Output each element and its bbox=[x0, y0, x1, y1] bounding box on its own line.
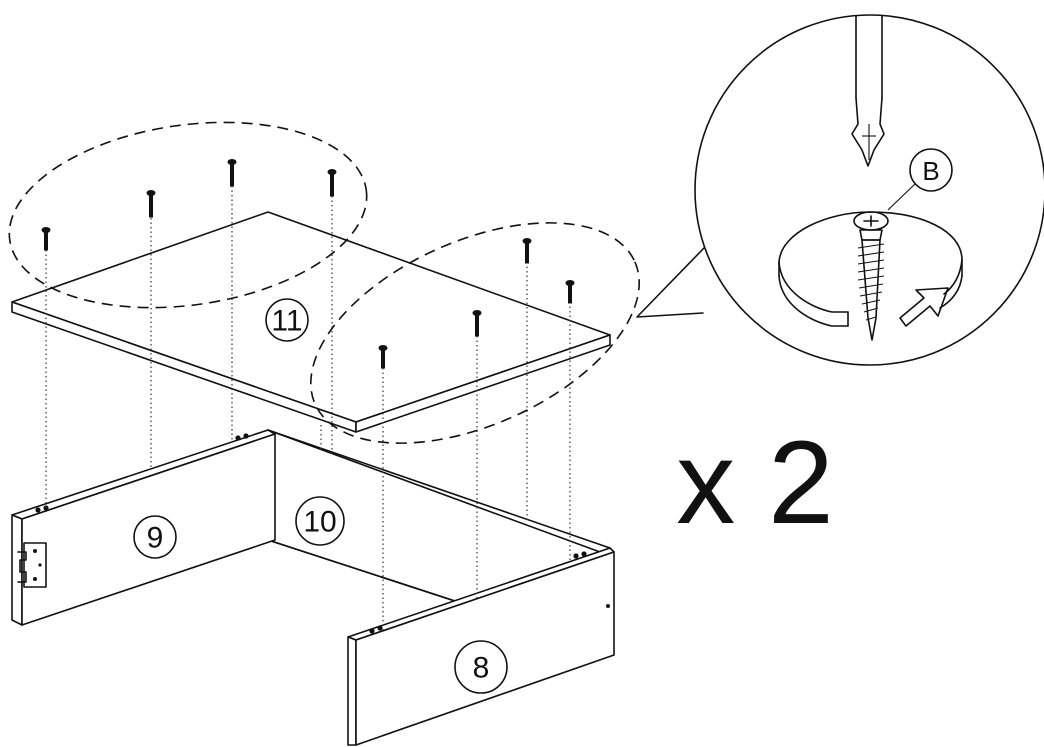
screwdriver-icon bbox=[851, 15, 885, 167]
screws bbox=[41, 159, 575, 369]
screw-group-right-outline bbox=[310, 222, 640, 444]
screw-group-left-outline bbox=[8, 121, 368, 309]
repeat-multiplier: x 2 bbox=[676, 417, 833, 549]
label-10: 10 bbox=[295, 496, 345, 546]
svg-text:11: 11 bbox=[271, 305, 302, 338]
screw-icon bbox=[522, 238, 532, 264]
svg-text:10: 10 bbox=[303, 506, 336, 539]
rotate-arrow-icon bbox=[778, 211, 963, 327]
screw-icon bbox=[565, 280, 575, 304]
hinge-icon bbox=[17, 542, 47, 588]
panel-11 bbox=[11, 211, 611, 433]
svg-text:9: 9 bbox=[147, 522, 164, 555]
callout-pointer bbox=[636, 247, 705, 318]
panel-10 bbox=[267, 429, 611, 603]
label-9: 9 bbox=[133, 515, 177, 559]
label-11: 11 bbox=[265, 298, 309, 342]
alignment-guides bbox=[45, 186, 571, 630]
panel-9 bbox=[11, 429, 276, 626]
screw-icon bbox=[378, 345, 388, 369]
screw-icon bbox=[146, 190, 156, 218]
label-8: 8 bbox=[454, 640, 508, 694]
detail-callout: B bbox=[694, 14, 1044, 366]
panel-8 bbox=[347, 547, 615, 746]
screw-icon bbox=[41, 227, 51, 251]
screw-icon bbox=[472, 310, 482, 337]
label-b: B bbox=[887, 148, 953, 211]
screw-icon bbox=[853, 211, 889, 341]
svg-text:B: B bbox=[922, 156, 939, 186]
svg-text:8: 8 bbox=[473, 652, 490, 685]
screw-icon bbox=[327, 169, 337, 197]
screw-icon bbox=[227, 159, 237, 187]
